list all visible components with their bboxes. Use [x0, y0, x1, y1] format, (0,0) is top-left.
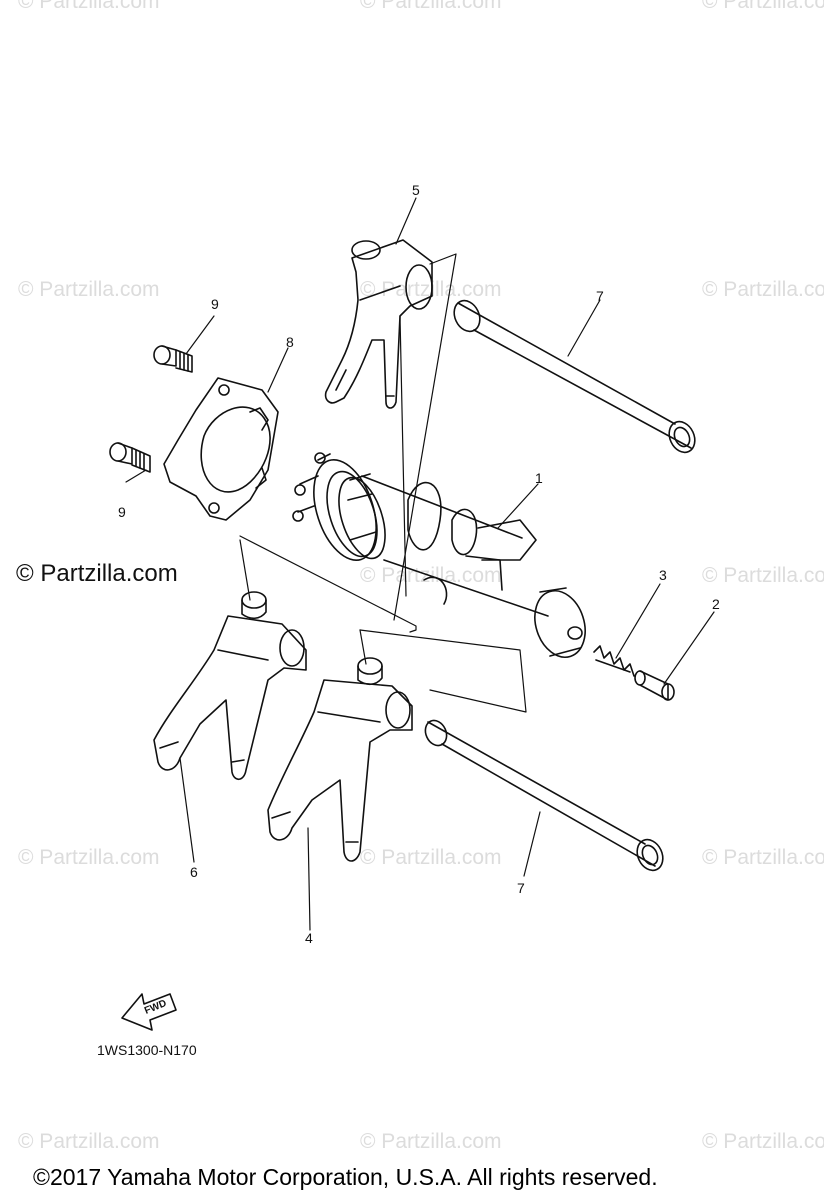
watermark: © Partzilla.com — [360, 846, 502, 869]
callout-1: 1 — [535, 470, 543, 486]
fork-shaft-upper — [453, 299, 696, 454]
pin — [634, 670, 675, 701]
callout-7-upper: 7 — [596, 288, 604, 304]
spring — [593, 645, 635, 677]
watermark: © Partzilla.com — [18, 278, 160, 301]
fwd-arrow-icon: FWD — [121, 993, 177, 1031]
watermark: © Partzilla.com — [18, 846, 160, 869]
assembly-guides — [239, 253, 527, 713]
shift-fork-upper — [324, 239, 433, 409]
callout-9-upper: 9 — [211, 296, 219, 312]
watermark: © Partzilla.com — [360, 0, 502, 13]
copyright-notice: ©2017 Yamaha Motor Corporation, U.S.A. A… — [33, 1164, 658, 1190]
watermark-strong: © Partzilla.com — [16, 560, 178, 587]
diagram-code: 1WS1300-N170 — [97, 1042, 197, 1058]
fork-shaft-lower — [424, 719, 664, 872]
callout-7-lower: 7 — [517, 880, 525, 896]
screw-lower — [109, 442, 151, 473]
watermark: © Partzilla.com — [360, 278, 502, 301]
watermark: © Partzilla.com — [702, 564, 824, 587]
callout-6: 6 — [190, 864, 198, 880]
callout-2: 2 — [712, 596, 720, 612]
watermark: © Partzilla.com — [702, 278, 824, 301]
callout-5: 5 — [412, 182, 420, 198]
callout-4: 4 — [305, 930, 313, 946]
shift-fork-middle — [267, 657, 413, 862]
screw-upper — [153, 345, 193, 373]
watermark: © Partzilla.com — [360, 1130, 502, 1153]
callout-3: 3 — [659, 567, 667, 583]
watermark: © Partzilla.com — [18, 1130, 160, 1153]
watermark: © Partzilla.com — [702, 846, 824, 869]
watermark: © Partzilla.com — [702, 1130, 824, 1153]
callout-9-lower: 9 — [118, 504, 126, 520]
stopper-plate — [163, 377, 279, 521]
leader-lines — [125, 197, 715, 931]
callout-8: 8 — [286, 334, 294, 350]
watermark: © Partzilla.com — [702, 0, 824, 13]
shift-drum — [292, 452, 586, 658]
shift-fork-left — [153, 591, 307, 781]
watermark: © Partzilla.com — [18, 0, 160, 13]
